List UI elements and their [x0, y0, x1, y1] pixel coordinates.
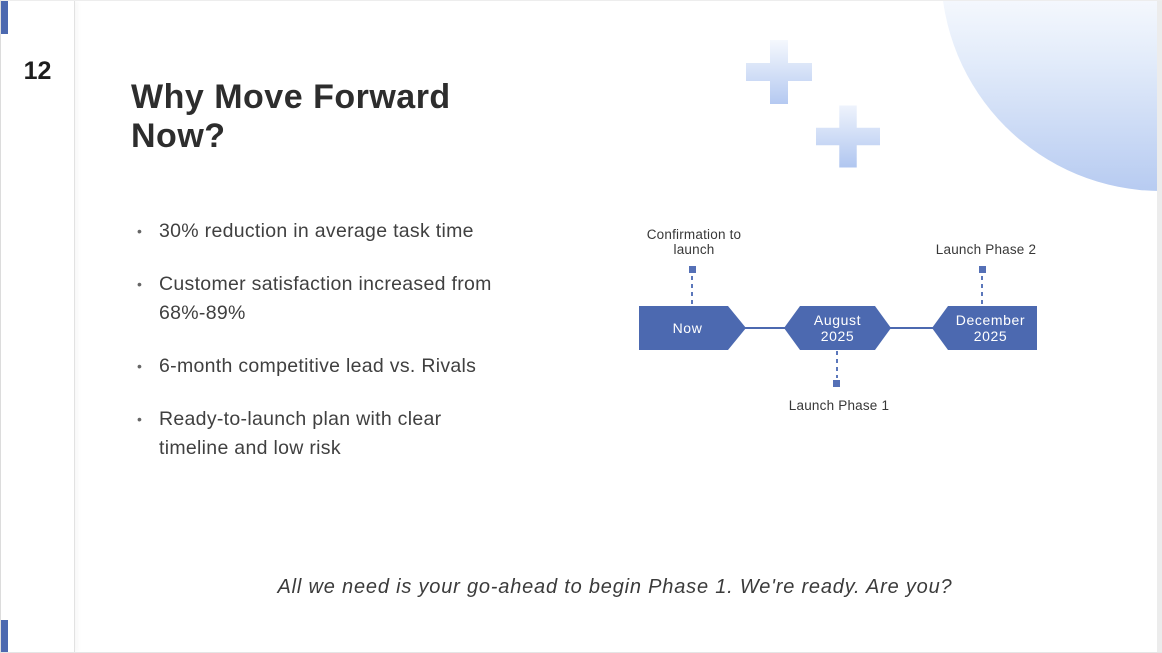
left-edge-accent-top — [1, 1, 8, 34]
page-number: 12 — [23, 57, 52, 85]
list-item: • 6-month competitive lead vs. Rivals — [137, 352, 557, 381]
plus-decoration-icon — [746, 40, 812, 104]
left-edge-accent-bottom — [1, 620, 8, 652]
bullet-text: Customer satisfaction increased from 68%… — [159, 273, 492, 324]
timeline-annotation-phase2: Launch Phase 2 — [935, 242, 1037, 257]
list-item: • 30% reduction in average task time — [137, 217, 557, 246]
bullet-text: 6-month competitive lead vs. Rivals — [159, 355, 477, 377]
timeline-marker-square-icon — [833, 380, 840, 387]
timeline-dashed-connector — [691, 276, 693, 305]
timeline-dashed-connector — [981, 276, 983, 305]
timeline-milestone-august-2025: August 2025 — [784, 306, 891, 350]
timeline-milestone-december-2025: December 2025 — [932, 306, 1037, 350]
timeline-marker-square-icon — [979, 266, 986, 273]
timeline-connector-line — [745, 327, 785, 329]
page-number-column: 12 — [1, 1, 75, 652]
corner-circle-decoration — [941, 1, 1162, 191]
bullet-dot-icon: • — [137, 223, 142, 239]
timeline-connector-line — [890, 327, 933, 329]
list-item: • Ready-to-launch plan with clear timeli… — [137, 405, 557, 463]
timeline-milestone-now: Now — [639, 306, 746, 350]
list-item: • Customer satisfaction increased from 6… — [137, 270, 557, 328]
plus-decoration-icon — [816, 105, 880, 168]
timeline-annotation-phase1: Launch Phase 1 — [788, 398, 890, 413]
bullet-text: 30% reduction in average task time — [159, 220, 474, 242]
timeline-marker-square-icon — [689, 266, 696, 273]
timeline-dashed-connector — [836, 351, 838, 378]
closing-statement: All we need is your go-ahead to begin Ph… — [277, 576, 953, 598]
right-edge-strip — [1157, 1, 1162, 652]
bullet-dot-icon: • — [137, 358, 142, 374]
milestone-label: Now — [672, 320, 703, 336]
bullet-text: Ready-to-launch plan with clear timeline… — [159, 408, 442, 459]
milestone-label: August 2025 — [813, 312, 862, 344]
bullet-dot-icon: • — [137, 411, 142, 427]
bullet-dot-icon: • — [137, 276, 142, 292]
slide-title: Why Move Forward Now? — [131, 77, 451, 155]
milestone-label: December 2025 — [955, 312, 1026, 344]
bullet-list: • 30% reduction in average task time • C… — [137, 217, 557, 487]
timeline-annotation-confirmation: Confirmation to launch — [646, 227, 742, 257]
